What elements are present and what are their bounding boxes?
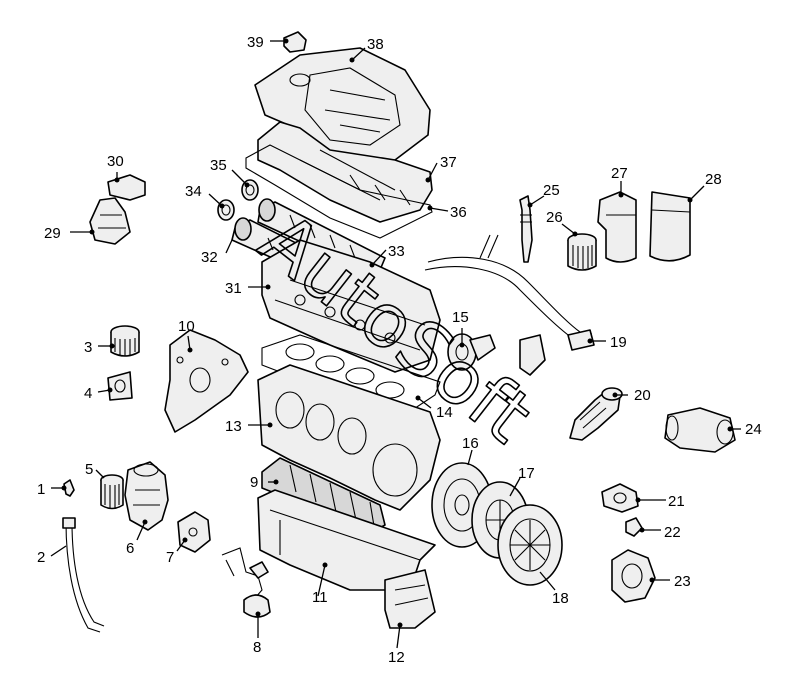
thermostat-housing bbox=[601, 483, 639, 513]
oil-filter-housing bbox=[124, 461, 169, 531]
callout-28: 28 bbox=[705, 171, 722, 188]
oil-pickup bbox=[221, 547, 271, 618]
callout-22: 22 bbox=[664, 524, 681, 541]
callout-31: 31 bbox=[225, 280, 242, 297]
water-pump bbox=[611, 549, 656, 603]
glow-plug bbox=[519, 195, 533, 263]
engine-block bbox=[257, 364, 441, 511]
callout-35: 35 bbox=[210, 157, 227, 174]
callout-labels: 1 2 3 4 5 6 7 8 9 10 11 12 13 14 15 16 1… bbox=[37, 34, 762, 666]
crankshaft bbox=[261, 457, 386, 533]
intake-hose bbox=[569, 387, 623, 441]
callout-39: 39 bbox=[247, 34, 264, 51]
callout-38: 38 bbox=[367, 36, 384, 53]
engine-mount bbox=[89, 174, 146, 245]
oil-filler-cap bbox=[283, 31, 307, 53]
callout-2: 2 bbox=[37, 549, 45, 566]
callout-21: 21 bbox=[668, 493, 685, 510]
callout-14: 14 bbox=[436, 404, 453, 421]
coolant-pipe bbox=[424, 234, 595, 376]
callout-15: 15 bbox=[452, 309, 469, 326]
head-gasket bbox=[261, 334, 441, 419]
callout-5: 5 bbox=[85, 461, 93, 478]
oil-pan-baffle bbox=[384, 569, 436, 629]
callout-30: 30 bbox=[107, 153, 124, 170]
fuel-filter-element bbox=[567, 233, 597, 271]
callout-25: 25 bbox=[543, 182, 560, 199]
callout-29: 29 bbox=[44, 225, 61, 242]
callout-12: 12 bbox=[388, 649, 405, 666]
callout-27: 27 bbox=[611, 165, 628, 182]
callout-4: 4 bbox=[84, 385, 92, 402]
pressure-plate bbox=[497, 504, 563, 586]
callout-10: 10 bbox=[178, 318, 195, 335]
camshaft-seals bbox=[217, 179, 259, 221]
callout-18: 18 bbox=[552, 590, 569, 607]
valve-cover-gasket bbox=[245, 144, 433, 239]
callout-17: 17 bbox=[518, 465, 535, 482]
temperature-sensor bbox=[625, 517, 643, 537]
oil-pump-sprocket bbox=[447, 333, 496, 371]
callout-3: 3 bbox=[84, 339, 92, 356]
callout-32: 32 bbox=[201, 249, 218, 266]
timing-cover bbox=[164, 329, 249, 433]
cylinder-head bbox=[261, 239, 441, 373]
starter-motor bbox=[664, 407, 736, 453]
callout-11: 11 bbox=[312, 589, 328, 606]
oil-filter-gasket bbox=[107, 371, 133, 401]
dipstick bbox=[62, 479, 105, 633]
callout-23: 23 bbox=[674, 573, 691, 590]
callout-1: 1 bbox=[37, 481, 45, 498]
oil-filter-cartridge bbox=[100, 474, 124, 510]
mount-bracket bbox=[177, 511, 211, 553]
callout-8: 8 bbox=[253, 639, 261, 656]
callout-6: 6 bbox=[126, 540, 134, 557]
callout-26: 26 bbox=[546, 209, 563, 226]
fuel-filter-housing bbox=[597, 191, 637, 263]
callout-34: 34 bbox=[185, 183, 202, 200]
leader-dots bbox=[61, 38, 733, 628]
callout-20: 20 bbox=[634, 387, 651, 404]
callout-36: 36 bbox=[450, 204, 467, 221]
callout-13: 13 bbox=[225, 418, 242, 435]
callout-37: 37 bbox=[440, 154, 457, 171]
callout-33: 33 bbox=[388, 243, 405, 260]
callout-7: 7 bbox=[166, 549, 174, 566]
oil-filter-element bbox=[110, 325, 140, 357]
fuel-filter-bracket bbox=[649, 191, 691, 262]
callout-24: 24 bbox=[745, 421, 762, 438]
callout-19: 19 bbox=[610, 334, 627, 351]
callout-16: 16 bbox=[462, 435, 479, 452]
callout-9: 9 bbox=[250, 474, 258, 491]
